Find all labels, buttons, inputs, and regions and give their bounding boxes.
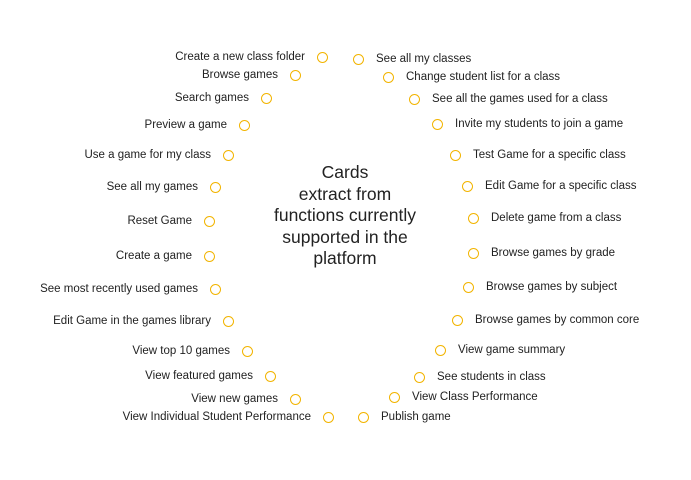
card-label: See all my classes	[376, 53, 472, 65]
card-label: Search games	[174, 92, 249, 104]
card-item: Reset Game	[127, 214, 215, 228]
card-item: Edit Game in the games library	[53, 314, 234, 328]
card-item: View Class Performance	[389, 390, 538, 404]
card-label: Publish game	[381, 411, 451, 423]
center-title-line: extract from	[298, 183, 392, 204]
circle-icon	[242, 345, 253, 357]
circle-icon	[317, 51, 328, 63]
circle-icon	[389, 391, 400, 403]
center-title-line: supported in the	[282, 226, 408, 247]
card-item: Publish game	[358, 410, 451, 424]
card-item: View game summary	[435, 343, 565, 357]
circle-icon	[383, 71, 394, 83]
circle-icon	[239, 119, 250, 131]
circle-icon	[414, 371, 425, 383]
card-item: View new games	[191, 392, 301, 406]
card-label: View new games	[191, 393, 278, 405]
card-item: View featured games	[145, 369, 276, 383]
card-label: View featured games	[145, 370, 253, 382]
circle-icon	[223, 149, 234, 161]
card-item: Search games	[175, 91, 272, 105]
card-item: See all my games	[107, 180, 221, 194]
card-item: Browse games by grade	[468, 246, 615, 260]
card-item: Create a new class folder	[175, 50, 328, 64]
card-label: Create a new class folder	[175, 51, 305, 63]
card-label: Reset Game	[127, 215, 192, 227]
card-label: Create a game	[115, 250, 192, 262]
circle-icon	[261, 92, 272, 104]
card-item: See all the games used for a class	[409, 92, 608, 106]
circle-icon	[290, 393, 301, 405]
card-label: Change student list for a class	[406, 71, 561, 83]
center-title-line: platform	[313, 248, 377, 268]
circle-icon	[210, 181, 221, 193]
card-label: Test Game for a specific class	[473, 149, 626, 161]
card-label: View Class Performance	[412, 391, 538, 403]
center-title: Cards extract from functions currently s…	[245, 162, 445, 270]
card-item: See students in class	[414, 370, 546, 384]
card-item: Browse games by common core	[452, 313, 639, 327]
circle-icon	[290, 69, 301, 81]
circle-icon	[468, 247, 479, 259]
card-label: Edit Game for a specific class	[485, 180, 637, 192]
card-label: Browse games	[201, 69, 278, 81]
card-label: See most recently used games	[40, 283, 198, 295]
card-label: Use a game for my class	[84, 149, 211, 161]
card-item: Create a game	[116, 249, 215, 263]
card-item: See most recently used games	[40, 282, 221, 296]
card-label: View Individual Student Performance	[122, 411, 311, 423]
card-label: See all my games	[106, 181, 198, 193]
card-label: Delete game from a class	[491, 212, 622, 224]
circle-icon	[204, 250, 215, 262]
card-item: View top 10 games	[132, 344, 253, 358]
card-item: Use a game for my class	[84, 148, 234, 162]
circle-icon	[452, 314, 463, 326]
circle-icon	[409, 93, 420, 105]
card-label: Browse games by grade	[491, 247, 616, 259]
circle-icon	[265, 370, 276, 382]
circle-icon	[432, 118, 443, 130]
card-label: Browse games by common core	[475, 314, 640, 326]
center-title-line: Cards	[321, 162, 369, 182]
circle-icon	[468, 212, 479, 224]
card-item: Edit Game for a specific class	[462, 179, 636, 193]
circle-icon	[353, 53, 364, 65]
card-item: Delete game from a class	[468, 211, 621, 225]
card-item: View Individual Student Performance	[123, 410, 334, 424]
card-label: View top 10 games	[132, 345, 230, 357]
circle-icon	[223, 315, 234, 327]
card-label: View game summary	[458, 344, 566, 356]
center-title-line: functions currently	[273, 205, 416, 225]
card-label: See students in class	[437, 371, 546, 383]
card-item: Browse games	[202, 68, 301, 82]
circle-icon	[204, 215, 215, 227]
circle-icon	[462, 180, 473, 192]
circle-icon	[450, 149, 461, 161]
card-item: Browse games by subject	[463, 280, 617, 294]
card-item: Invite my students to join a game	[432, 117, 623, 131]
card-label: Edit Game in the games library	[53, 315, 211, 327]
card-item: Test Game for a specific class	[450, 148, 626, 162]
card-item: See all my classes	[353, 52, 471, 66]
circle-icon	[323, 411, 334, 423]
card-label: See all the games used for a class	[432, 93, 608, 105]
circle-icon	[463, 281, 474, 293]
circle-icon	[435, 344, 446, 356]
card-item: Preview a game	[145, 118, 250, 132]
circle-icon	[210, 283, 221, 295]
circle-icon	[358, 411, 369, 423]
card-label: Browse games by subject	[486, 281, 618, 293]
card-label: Invite my students to join a game	[455, 118, 624, 130]
card-item: Change student list for a class	[383, 70, 560, 84]
card-label: Preview a game	[144, 119, 227, 131]
